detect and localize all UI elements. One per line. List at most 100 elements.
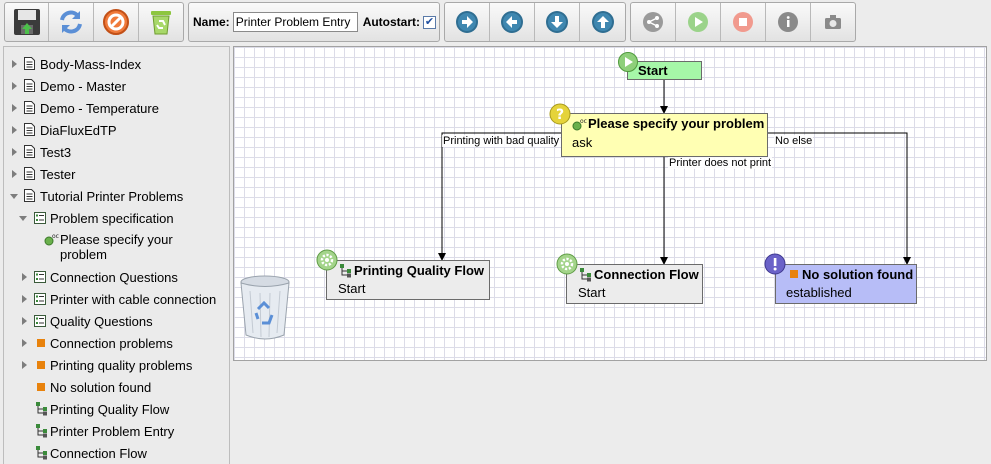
solution-marker-icon [790, 270, 798, 278]
refresh-button[interactable] [49, 3, 94, 41]
tree-item-quality-questions[interactable]: Quality Questions [4, 310, 229, 332]
edge-label-no-else: No else [774, 135, 814, 147]
expand-toggle-icon[interactable] [12, 60, 17, 68]
expand-toggle-icon[interactable] [12, 126, 17, 134]
floppy-disk-icon [13, 9, 40, 35]
expand-toggle-icon[interactable] [12, 170, 17, 178]
expand-toggle-icon[interactable] [12, 104, 17, 112]
play-button[interactable] [676, 3, 721, 41]
start-node[interactable]: Start [627, 61, 702, 80]
flow-name-group: Name: Autostart: ✔ [188, 2, 440, 42]
expand-toggle-icon[interactable] [22, 339, 27, 347]
tree-item-test3[interactable]: Test3 [4, 141, 229, 163]
tree-item-printer-with-cable-connection[interactable]: Printer with cable connection [4, 288, 229, 310]
refresh-icon [60, 10, 82, 34]
stop-button[interactable] [721, 3, 766, 41]
questionnaire-icon [34, 212, 46, 224]
info-button[interactable] [766, 3, 811, 41]
flow-name-input[interactable] [232, 12, 358, 32]
tree-item-printing-quality-problems[interactable]: Printing quality problems [4, 354, 229, 376]
play-icon [688, 12, 708, 32]
tree-item-demo-temperature[interactable]: Demo - Temperature [4, 97, 229, 119]
svg-text:oc: oc [52, 233, 59, 240]
solution-node-no-solution[interactable]: No solution found established [775, 264, 917, 304]
expand-toggle-icon[interactable] [22, 361, 27, 369]
questionnaire-icon [34, 271, 46, 283]
gear-icon [316, 249, 338, 271]
document-icon [24, 123, 35, 136]
collapse-toggle-icon[interactable] [10, 194, 18, 199]
tree-item-problem-specification[interactable]: Problem specification [4, 207, 229, 229]
tree-item-connection-problems[interactable]: Connection problems [4, 332, 229, 354]
save-button[interactable] [5, 3, 49, 41]
tree-item-label: Test3 [40, 145, 72, 160]
trash-button[interactable] [139, 3, 183, 41]
tree-item-diafluxedtp[interactable]: DiaFluxEdTP [4, 119, 229, 141]
document-icon [24, 79, 35, 92]
share-icon [643, 12, 663, 32]
flow-connectors [438, 80, 911, 265]
share-button[interactable] [631, 3, 676, 41]
tree-item-connection-questions[interactable]: Connection Questions [4, 266, 229, 288]
move-left-button[interactable] [490, 3, 535, 41]
cancel-button[interactable] [94, 3, 139, 41]
start-node-label: Start [638, 63, 668, 78]
tree-item-label: Please specify your problem [60, 232, 173, 262]
flowchart-canvas[interactable]: Start oc Please specify your problem ask… [233, 46, 987, 361]
document-icon [24, 145, 35, 158]
object-tree: Body-Mass-Index Demo - Master Demo - Tem… [3, 46, 230, 464]
tree-item-label: Demo - Master [40, 79, 126, 94]
expand-toggle-icon[interactable] [22, 273, 27, 281]
move-down-button[interactable] [535, 3, 580, 41]
tree-item-no-solution-found[interactable]: No solution found [4, 376, 229, 398]
tree-item-label: Printer with cable connection [50, 292, 217, 307]
choice-question-icon: oc [44, 233, 59, 246]
tree-item-label: Tutorial Printer Problems [40, 189, 184, 204]
tree-item-label: Printing quality problems [50, 358, 193, 373]
edge-label-does-not-print: Printer does not print [668, 157, 773, 169]
trash-can-icon[interactable] [236, 273, 294, 343]
tree-item-demo-master[interactable]: Demo - Master [4, 75, 229, 97]
move-right-button[interactable] [445, 3, 490, 41]
flowchart-icon [36, 424, 47, 438]
flowchart-icon [580, 268, 591, 282]
edge-bad-quality [438, 132, 561, 261]
collapse-toggle-icon[interactable] [19, 216, 27, 221]
subflow-node-connection[interactable]: Connection Flow Start [566, 264, 703, 304]
expand-toggle-icon[interactable] [22, 317, 27, 325]
solution-icon [37, 361, 45, 369]
expand-toggle-icon[interactable] [22, 295, 27, 303]
tree-item-label: Printer Problem Entry [50, 424, 175, 439]
solution-icon [37, 339, 45, 347]
tree-item-label: Connection Flow [50, 446, 147, 461]
expand-toggle-icon[interactable] [12, 82, 17, 90]
name-label: Name: [193, 15, 230, 29]
document-icon [24, 101, 35, 114]
subflow-node-printing-quality[interactable]: Printing Quality Flow Start [326, 260, 490, 300]
subflow-start: Start [578, 285, 606, 300]
question-node[interactable]: oc Please specify your problem ask [561, 113, 768, 157]
expand-toggle-icon[interactable] [12, 148, 17, 156]
questionnaire-icon [34, 293, 46, 305]
arrow-up-circle-icon [591, 11, 614, 33]
start-play-icon [618, 52, 638, 72]
move-up-button[interactable] [580, 3, 625, 41]
tree-item-tester[interactable]: Tester [4, 163, 229, 185]
autostart-checkbox[interactable]: ✔ [423, 15, 437, 29]
tree-item-printing-quality-flow[interactable]: Printing Quality Flow [4, 398, 229, 420]
tree-item-connection-flow[interactable]: Connection Flow [4, 442, 229, 464]
subflow-title: Printing Quality Flow [354, 263, 484, 278]
tree-item-please-specify-your-problem[interactable]: oc Please specify your problem [4, 229, 229, 263]
tree-item-body-mass-index[interactable]: Body-Mass-Index [4, 53, 229, 75]
tree-item-tutorial-printer-problems[interactable]: Tutorial Printer Problems [4, 185, 229, 207]
autostart-label: Autostart: [362, 15, 421, 29]
tree-item-printer-problem-entry[interactable]: Printer Problem Entry [4, 420, 229, 442]
subflow-title: Connection Flow [594, 267, 699, 282]
snapshot-button[interactable] [811, 3, 855, 41]
arrow-left-circle-icon [501, 11, 523, 33]
question-mark-icon: ? [549, 103, 571, 125]
tree-item-label: Connection problems [50, 336, 173, 351]
stop-icon [733, 12, 753, 32]
tree-item-label: Connection Questions [50, 270, 178, 285]
flowchart-icon [36, 446, 47, 460]
